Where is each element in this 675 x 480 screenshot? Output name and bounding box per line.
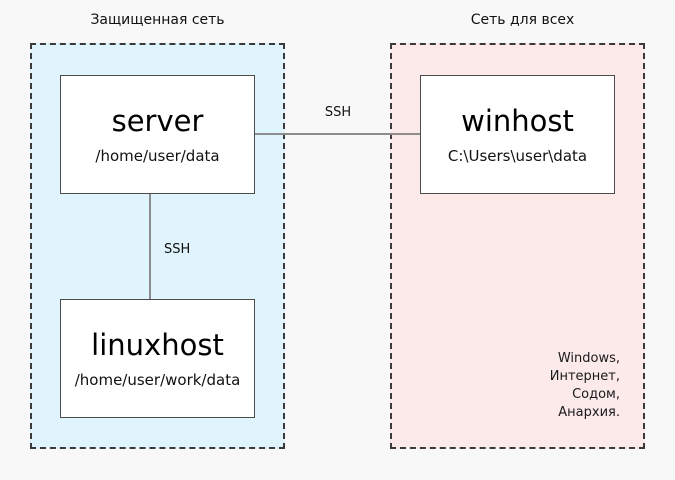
edge-label-ssh-server-linuxhost: SSH [164, 242, 191, 257]
network-label-public: Сеть для всех [470, 12, 575, 28]
node-server-path: /home/user/data [95, 147, 220, 165]
node-linuxhost-path: /home/user/work/data [74, 371, 241, 389]
edge-server-winhost [255, 133, 420, 135]
network-label-protected: Защищенная сеть [90, 12, 225, 28]
node-winhost-title: winhost [461, 104, 574, 138]
edge-server-linuxhost [149, 194, 151, 300]
public-network-note: Windows, Интернет, Содом, Анархия. [550, 350, 620, 422]
node-winhost: winhost C:\Users\user\data [420, 75, 615, 194]
note-line: Содом, [572, 387, 620, 402]
note-line: Интернет, [549, 369, 620, 384]
node-server: server /home/user/data [60, 75, 255, 194]
node-linuxhost-title: linuxhost [91, 328, 224, 362]
edge-label-ssh-server-winhost: SSH [324, 105, 352, 120]
node-server-title: server [111, 104, 204, 138]
node-linuxhost: linuxhost /home/user/work/data [60, 299, 255, 418]
note-line: Windows, [557, 351, 620, 366]
node-winhost-path: C:\Users\user\data [447, 147, 588, 165]
note-line: Анархия. [558, 405, 620, 420]
